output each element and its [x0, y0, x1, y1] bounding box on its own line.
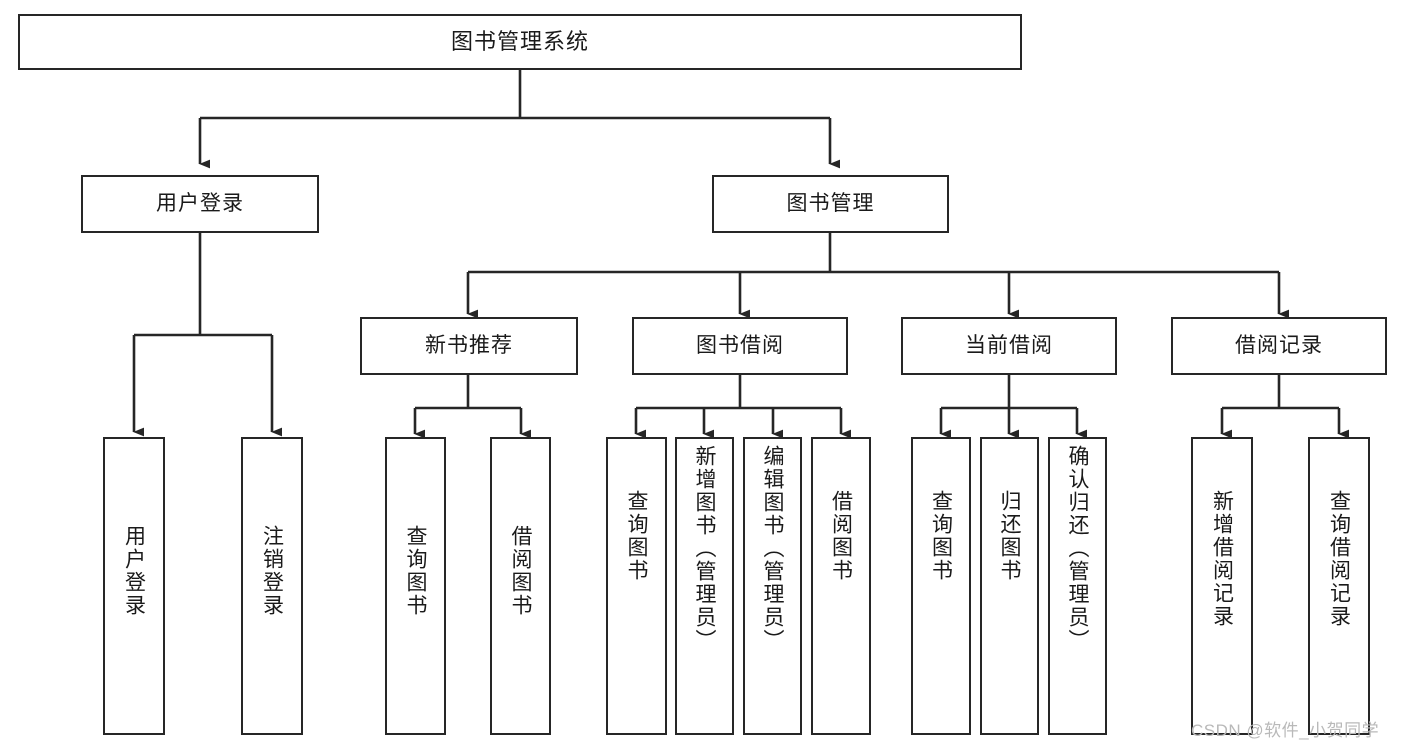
- node-leaf-add-book-label: 新增图书（管理员）: [693, 445, 716, 652]
- node-leaf-borrow-book-2[interactable]: 借阅图书: [811, 437, 871, 735]
- node-new-book-rec[interactable]: 新书推荐: [360, 317, 578, 375]
- node-root-system[interactable]: 图书管理系统: [18, 14, 1022, 70]
- node-leaf-borrow-book-2-label: 借阅图书: [829, 490, 853, 582]
- node-leaf-confirm-return[interactable]: 确认归还（管理员）: [1048, 437, 1107, 735]
- node-leaf-query-book-3[interactable]: 查询图书: [911, 437, 971, 735]
- node-leaf-add-book[interactable]: 新增图书（管理员）: [675, 437, 734, 735]
- node-leaf-return-book-label: 归还图书: [998, 490, 1021, 582]
- node-leaf-query-book-2-label: 查询图书: [625, 490, 648, 582]
- node-leaf-query-book-1-label: 查询图书: [404, 525, 427, 617]
- node-leaf-user-logout[interactable]: 注销登录: [241, 437, 303, 735]
- node-user-login[interactable]: 用户登录: [81, 175, 319, 233]
- node-leaf-add-record[interactable]: 新增借阅记录: [1191, 437, 1253, 735]
- csdn-watermark: CSDN @软件_小贺同学: [1191, 721, 1380, 740]
- node-leaf-user-login[interactable]: 用户登录: [103, 437, 165, 735]
- node-current-borrow[interactable]: 当前借阅: [901, 317, 1117, 375]
- node-leaf-query-book-3-label: 查询图书: [929, 490, 953, 582]
- node-leaf-add-record-label: 新增借阅记录: [1210, 490, 1234, 628]
- node-leaf-user-logout-label: 注销登录: [260, 525, 284, 617]
- node-leaf-borrow-book-1-label: 借阅图书: [509, 525, 532, 617]
- node-leaf-query-record[interactable]: 查询借阅记录: [1308, 437, 1370, 735]
- node-user-login-label: 用户登录: [156, 191, 244, 215]
- node-leaf-query-book-1[interactable]: 查询图书: [385, 437, 446, 735]
- node-leaf-query-book-2[interactable]: 查询图书: [606, 437, 667, 735]
- node-book-manage-label: 图书管理: [786, 191, 875, 215]
- node-leaf-edit-book[interactable]: 编辑图书（管理员）: [743, 437, 802, 735]
- node-leaf-return-book[interactable]: 归还图书: [980, 437, 1039, 735]
- node-book-borrow-label: 图书借阅: [696, 333, 784, 357]
- node-current-borrow-label: 当前借阅: [965, 333, 1053, 357]
- node-new-book-rec-label: 新书推荐: [425, 333, 513, 357]
- node-borrow-record[interactable]: 借阅记录: [1171, 317, 1387, 375]
- node-root-system-label: 图书管理系统: [450, 29, 589, 55]
- node-borrow-record-label: 借阅记录: [1235, 333, 1323, 357]
- node-leaf-confirm-return-label: 确认归还（管理员）: [1066, 445, 1089, 652]
- node-book-manage[interactable]: 图书管理: [712, 175, 949, 233]
- node-book-borrow[interactable]: 图书借阅: [632, 317, 848, 375]
- node-leaf-user-login-label: 用户登录: [122, 525, 146, 617]
- node-leaf-borrow-book-1[interactable]: 借阅图书: [490, 437, 551, 735]
- node-leaf-query-record-label: 查询借阅记录: [1327, 490, 1351, 628]
- node-leaf-edit-book-label: 编辑图书（管理员）: [761, 445, 784, 652]
